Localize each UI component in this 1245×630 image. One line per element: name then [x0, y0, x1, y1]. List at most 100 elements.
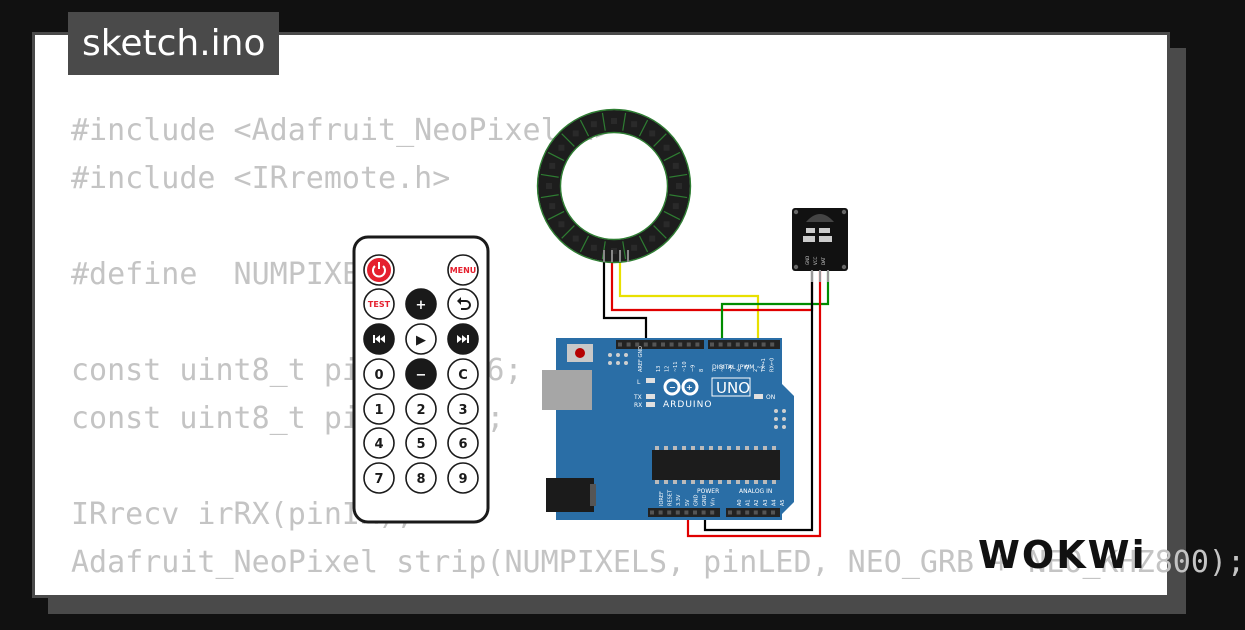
- filename-label: sketch.ino: [68, 12, 280, 75]
- chip-pin: [736, 480, 740, 484]
- key-1[interactable]: 1: [363, 393, 395, 425]
- svg-text:−: −: [669, 383, 676, 392]
- chip-pin: [673, 480, 677, 484]
- key-7[interactable]: 7: [363, 462, 395, 494]
- button-label: −: [416, 368, 427, 383]
- chip-pin: [718, 446, 722, 450]
- code-line: Adafruit_NeoPixel strip(NUMPIXELS, pinLE…: [71, 545, 1245, 580]
- data-wire-ring: [618, 258, 760, 345]
- key-2[interactable]: 2: [405, 393, 437, 425]
- digital-header-1: [616, 340, 704, 349]
- ring-divider: [579, 119, 590, 137]
- ir-data-wire: [720, 270, 830, 345]
- led-on-label: ON: [766, 394, 775, 401]
- chip-pin: [673, 446, 677, 450]
- button-label: 1: [374, 403, 383, 418]
- back-button[interactable]: [447, 288, 479, 320]
- plus-button[interactable]: +: [405, 288, 437, 320]
- ir-gnd-wire: [703, 270, 814, 532]
- analog-pin-label: A5: [780, 499, 786, 506]
- chip-pin: [754, 446, 758, 450]
- key-4[interactable]: 4: [363, 427, 395, 459]
- svg-text:+: +: [686, 383, 693, 392]
- header-pin: [710, 342, 714, 347]
- button-label: 2: [416, 403, 425, 418]
- neopixel-led: [549, 203, 556, 210]
- key-6[interactable]: 6: [447, 427, 479, 459]
- wokwi-logo: WOKWi: [976, 528, 1152, 580]
- menu-button[interactable]: MENU: [447, 254, 479, 286]
- neopixel-led: [611, 118, 617, 124]
- header-pin: [658, 510, 663, 515]
- digital-pin-label: TX→1: [761, 358, 767, 373]
- digital-label: DIGITAL (PWM ~): [712, 364, 764, 371]
- atmega-chip: [652, 450, 780, 480]
- neopixel-led: [549, 162, 556, 169]
- chip-pin: [718, 480, 722, 484]
- previous-icon: [373, 335, 385, 343]
- power-pin-label: 3.3V: [676, 494, 682, 506]
- button-label: 4: [374, 437, 383, 452]
- prev-button[interactable]: [363, 323, 395, 355]
- ring-divider: [540, 194, 559, 199]
- neopixel-led: [572, 235, 579, 242]
- clear-button[interactable]: C: [447, 358, 479, 390]
- digital-pin-label: 2: [753, 369, 759, 372]
- analog-pin-label: A2: [754, 499, 760, 506]
- ir-receiver[interactable]: GND VCC DAT: [792, 208, 848, 282]
- header-pin: [744, 342, 749, 347]
- power-icon: [372, 262, 386, 278]
- next-button[interactable]: [447, 323, 479, 355]
- neopixel-ring[interactable]: [536, 108, 692, 264]
- header-pin: [770, 342, 775, 347]
- button-label: 8: [416, 472, 425, 487]
- button-label: 3: [458, 403, 467, 418]
- test-button[interactable]: TEST: [363, 288, 395, 320]
- chip-pin: [745, 480, 749, 484]
- header-pin: [635, 342, 640, 347]
- button-label: C: [458, 368, 468, 383]
- neopixel-led: [663, 221, 670, 228]
- chip-pin: [691, 446, 695, 450]
- analog-header: [726, 508, 780, 517]
- chip-pin: [727, 480, 731, 484]
- header-pin: [727, 342, 732, 347]
- wokwi-logo-text: WOKWi: [978, 533, 1147, 577]
- model-label: UNO: [716, 379, 750, 397]
- minus-button[interactable]: −: [405, 358, 437, 390]
- power-pin-label: IOREF: [659, 491, 665, 506]
- ring-divider: [547, 210, 565, 221]
- chip-pin: [763, 480, 767, 484]
- ring-divider: [663, 151, 681, 162]
- ring-divider: [638, 235, 649, 253]
- header-pin: [643, 342, 648, 347]
- key-8[interactable]: 8: [405, 462, 437, 494]
- key-3[interactable]: 3: [447, 393, 479, 425]
- chip-pin: [664, 480, 668, 484]
- key-0[interactable]: 0: [363, 358, 395, 390]
- power-button[interactable]: [363, 254, 395, 286]
- button-label: 7: [374, 472, 383, 487]
- digital-pin-label: ~9: [690, 365, 696, 372]
- neopixel-led: [663, 144, 670, 151]
- header-pin: [661, 342, 665, 347]
- code-line: #include <IRremote.h>: [71, 161, 451, 196]
- neopixel-led: [546, 183, 552, 189]
- ir-pin-dat: DAT: [821, 257, 826, 265]
- ring-divider: [669, 194, 688, 199]
- play-button[interactable]: ▶: [405, 323, 437, 355]
- chip-pin: [709, 446, 713, 450]
- led-on: [754, 394, 763, 399]
- gnd-wire-ring: [602, 258, 648, 345]
- header-pin: [652, 342, 657, 347]
- key-9[interactable]: 9: [447, 462, 479, 494]
- header-pin: [728, 510, 732, 515]
- button-label: ▶: [416, 333, 426, 348]
- digital-pin-label: ~3: [745, 365, 751, 372]
- analog-pin-label: A4: [771, 499, 777, 506]
- arduino-logo: [663, 378, 699, 396]
- key-5[interactable]: 5: [405, 427, 437, 459]
- header-pin: [701, 510, 706, 515]
